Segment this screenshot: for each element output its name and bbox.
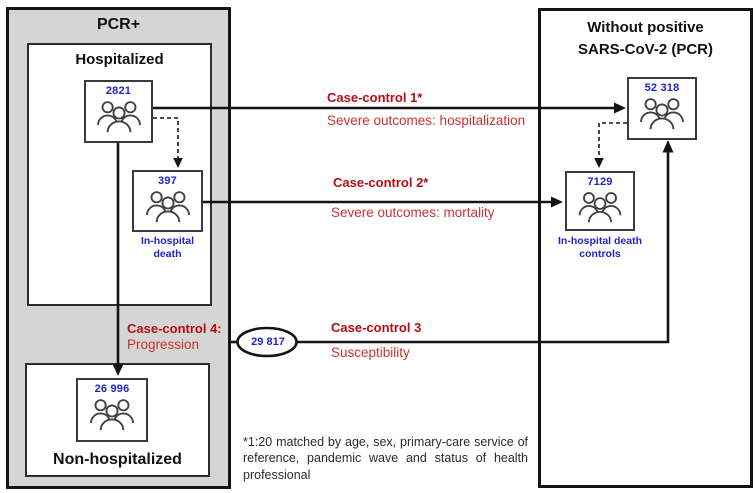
people-icon — [96, 101, 141, 133]
non-hospitalized-count: 26 996 — [94, 383, 130, 395]
non-hospitalized-cases-box: 26 996 — [76, 378, 148, 442]
hospitalized-title: Hospitalized — [75, 51, 164, 68]
in-hospital-death-label: In-hospital death — [140, 235, 195, 260]
death-controls-box: 7129 — [565, 171, 635, 231]
non-hospitalized-box: 26 996 Non-hospitalized — [25, 363, 210, 477]
pcr-total-count: 29 817 — [251, 336, 285, 348]
people-icon — [578, 192, 622, 223]
hospitalization-controls-count: 52 318 — [644, 82, 680, 94]
in-hospital-death-box: 397 — [132, 170, 203, 232]
cc1-description: Severe outcomes: hospitalization — [327, 113, 526, 128]
cc4-description: Progression — [127, 337, 200, 352]
matching-footnote: *1:20 matched by age, sex, primary-care … — [243, 435, 528, 482]
death-controls-label: In-hospital death controls — [558, 235, 642, 260]
cc2-label: Case-control 2* — [333, 175, 429, 190]
non-hospitalized-title: Non-hospitalized — [53, 451, 182, 468]
people-icon — [640, 98, 684, 130]
controls-panel-title: Without positive SARS-CoV-2 (PCR) — [541, 17, 750, 61]
hospitalized-cases-box: 2821 — [84, 80, 153, 143]
hospitalized-cases-count: 2821 — [105, 85, 132, 97]
cc1-label: Case-control 1* — [327, 90, 423, 105]
cc2-description: Severe outcomes: mortality — [331, 205, 495, 220]
people-icon — [145, 191, 190, 223]
hospitalized-box: Hospitalized 2821 397 — [27, 43, 212, 306]
people-icon — [90, 399, 134, 431]
hospitalization-controls-box: 52 318 — [627, 77, 697, 140]
pcr-positive-panel: PCR+ Hospitalized 2821 397 — [6, 7, 231, 489]
cc3-label: Case-control 3 — [331, 320, 422, 335]
cc3-description: Susceptibility — [331, 345, 410, 360]
controls-panel: Without positive SARS-CoV-2 (PCR) 52 318… — [538, 8, 753, 488]
controls-panel-title-line1: Without positive — [587, 19, 704, 36]
in-hospital-death-count: 397 — [158, 175, 177, 187]
pcr-positive-title: PCR+ — [96, 16, 141, 33]
cc4-label: Case-control 4: — [127, 321, 222, 336]
death-controls-count: 7129 — [587, 176, 613, 188]
controls-panel-title-line2: SARS-CoV-2 (PCR) — [577, 40, 713, 58]
